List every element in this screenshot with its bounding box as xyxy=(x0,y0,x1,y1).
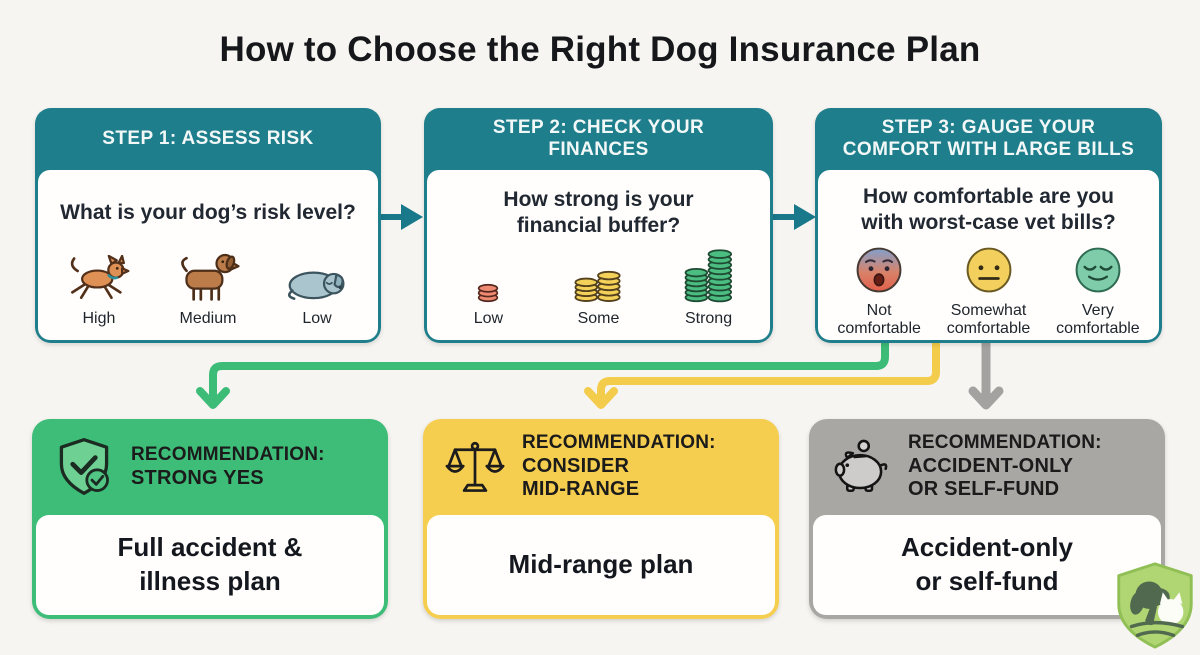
option-label: Medium xyxy=(179,309,237,327)
coin-stack-medium-icon xyxy=(570,245,626,303)
rec-mid-range-header: RECOMMENDATION: CONSIDER MID-RANGE xyxy=(423,419,779,515)
connector-green-arrowhead xyxy=(196,387,230,409)
brand-shield-logo xyxy=(1117,562,1193,649)
coin-stack-tall-icon xyxy=(681,245,737,303)
option-label: Some xyxy=(577,309,620,327)
step-3-options: Not comfortable Somewhat comfortable xyxy=(818,237,1159,351)
option-not-comfortable: Not comfortable xyxy=(825,237,934,339)
rec-eyebrow: RECOMMENDATION: xyxy=(131,443,325,465)
sleeping-dog-icon xyxy=(281,245,353,303)
option-risk-high: High xyxy=(45,245,153,328)
arrow-step2-to-step3-icon xyxy=(769,204,816,230)
rec-eyebrow: RECOMMENDATION: xyxy=(908,432,1102,453)
balance-scale-icon xyxy=(443,435,507,499)
option-label: Very comfortable xyxy=(1056,301,1140,337)
running-dog-icon xyxy=(64,245,134,303)
step-3-header: STEP 3: GAUGE YOUR COMFORT WITH LARGE BI… xyxy=(815,108,1162,170)
rec-accident-only-text: RECOMMENDATION: ACCIDENT-ONLY OR SELF-FU… xyxy=(908,432,1102,502)
option-label: High xyxy=(82,309,116,327)
option-risk-medium: Medium xyxy=(154,245,262,328)
relaxed-face-icon xyxy=(1073,237,1123,295)
option-label: Somewhat comfortable xyxy=(946,301,1031,337)
rec-accident-only-card: RECOMMENDATION: ACCIDENT-ONLY OR SELF-FU… xyxy=(809,419,1165,619)
rec-accident-only-body: Accident-only or self-fund xyxy=(813,515,1161,615)
page-title: How to Choose the Right Dog Insurance Pl… xyxy=(219,30,981,69)
arrow-step1-to-step2-icon xyxy=(376,204,423,230)
step-1-header-label: STEP 1: ASSESS RISK xyxy=(102,127,314,149)
connector-yellow xyxy=(597,339,940,401)
step-3-header-label: STEP 3: GAUGE YOUR COMFORT WITH LARGE BI… xyxy=(842,116,1135,160)
rec-mid-range-card: RECOMMENDATION: CONSIDER MID-RANGE Mid-r… xyxy=(423,419,779,619)
option-label: Low xyxy=(302,309,332,327)
connector-gray-arrowhead xyxy=(968,386,1004,410)
option-buffer-strong: Strong xyxy=(654,245,763,328)
option-risk-low: Low xyxy=(263,245,371,328)
option-buffer-some: Some xyxy=(544,245,653,328)
step-3-body: How comfortable are you with worst-case … xyxy=(818,170,1159,340)
rec-accident-only-header: RECOMMENDATION: ACCIDENT-ONLY OR SELF-FU… xyxy=(809,419,1165,515)
standing-dog-icon xyxy=(173,245,243,303)
step-1-question: What is your dog’s risk level? xyxy=(60,200,356,224)
rec-strong-yes-header: RECOMMENDATION: STRONG YES xyxy=(32,419,388,515)
neutral-face-icon xyxy=(964,237,1014,295)
rec-strong-yes-body: Full accident & illness plan xyxy=(36,515,384,615)
worried-face-icon xyxy=(854,237,904,295)
option-somewhat-comfortable: Somewhat comfortable xyxy=(934,237,1043,339)
rec-title: CONSIDER MID-RANGE xyxy=(522,454,640,501)
step-3-card: STEP 3: GAUGE YOUR COMFORT WITH LARGE BI… xyxy=(815,108,1162,343)
piggy-bank-icon xyxy=(829,435,893,499)
rec-title: ACCIDENT-ONLY OR SELF-FUND xyxy=(908,454,1074,501)
step-1-header: STEP 1: ASSESS RISK xyxy=(35,108,381,170)
connector-green xyxy=(209,339,889,401)
step-2-options: Low xyxy=(427,242,770,340)
step-2-header-label: STEP 2: CHECK YOUR FINANCES xyxy=(492,116,705,160)
shield-check-icon xyxy=(52,435,116,499)
rec-mid-range-text: RECOMMENDATION: CONSIDER MID-RANGE xyxy=(522,432,716,502)
option-label: Strong xyxy=(684,309,733,327)
step-2-body: How strong is your financial buffer? Low xyxy=(427,170,770,340)
step-3-question: How comfortable are you with worst-case … xyxy=(861,185,1116,235)
coin-stack-small-icon xyxy=(471,245,505,303)
option-buffer-low: Low xyxy=(434,245,543,328)
option-label: Not comfortable xyxy=(837,301,921,337)
step-1-card: STEP 1: ASSESS RISK What is your dog’s r… xyxy=(35,108,381,343)
step-2-card: STEP 2: CHECK YOUR FINANCES How strong i… xyxy=(424,108,773,343)
step-2-header: STEP 2: CHECK YOUR FINANCES xyxy=(424,108,773,170)
rec-mid-range-body: Mid-range plan xyxy=(427,515,775,615)
rec-eyebrow: RECOMMENDATION: xyxy=(522,432,716,453)
step-1-options: High xyxy=(38,242,378,340)
rec-title: STRONG YES xyxy=(131,466,264,489)
rec-strong-yes-text: RECOMMENDATION: STRONG YES xyxy=(131,444,325,490)
rec-strong-yes-card: RECOMMENDATION: STRONG YES Full accident… xyxy=(32,419,388,619)
option-label: Low xyxy=(473,309,504,327)
step-2-question: How strong is your financial buffer? xyxy=(503,187,694,237)
connector-yellow-arrowhead xyxy=(584,387,618,409)
step-1-body: What is your dog’s risk level? xyxy=(38,170,378,340)
option-very-comfortable: Very comfortable xyxy=(1044,237,1153,339)
